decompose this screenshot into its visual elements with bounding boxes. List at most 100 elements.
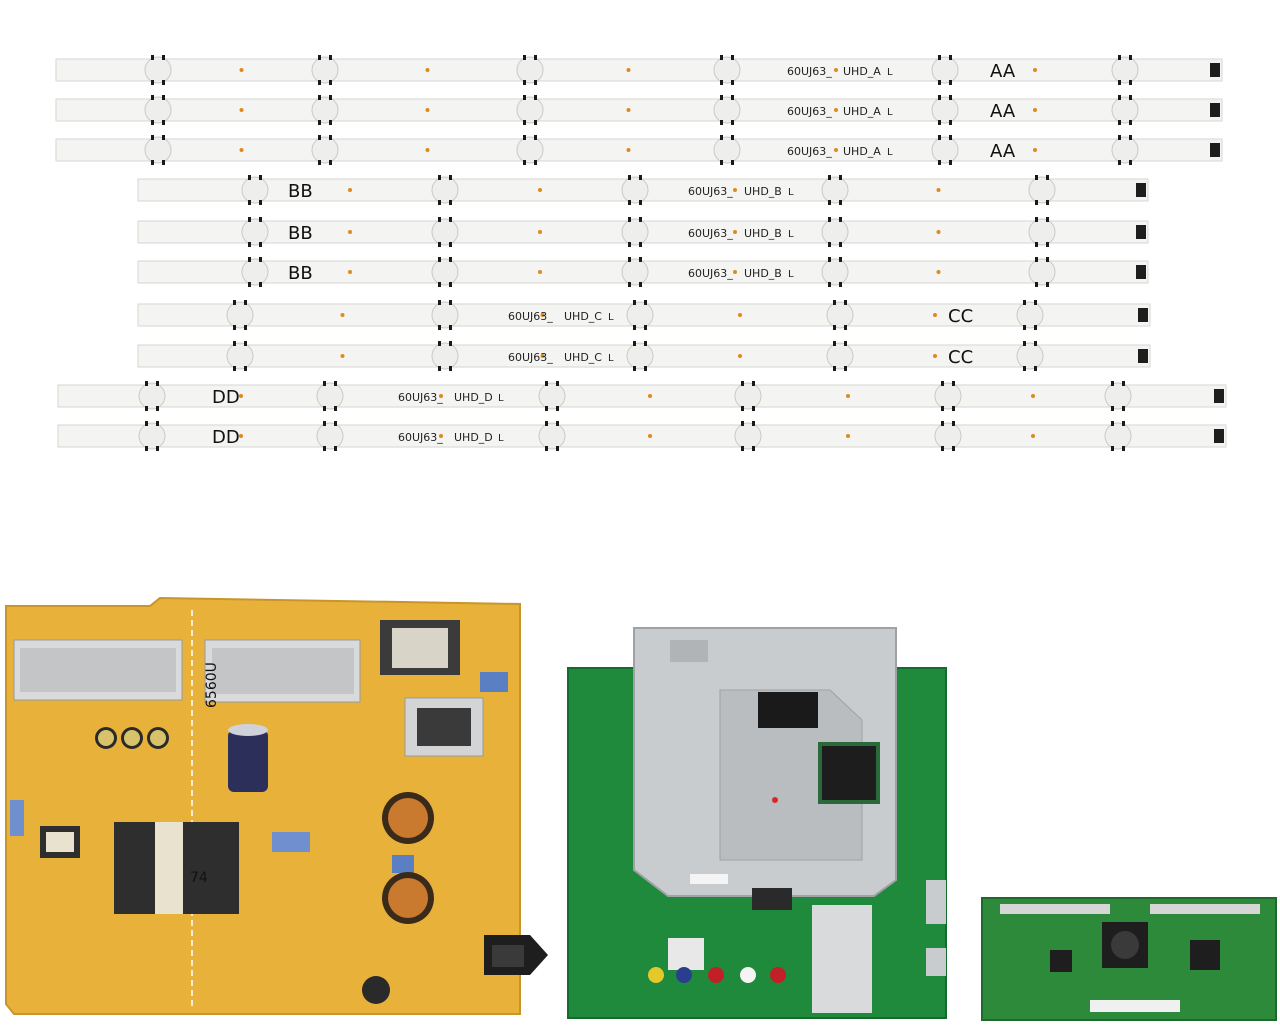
psu-coil-label: 74	[190, 870, 208, 886]
led-lens	[144, 95, 172, 125]
led-lens	[144, 135, 172, 165]
led-lens	[931, 55, 959, 85]
strip-connector	[1214, 389, 1224, 403]
led-dot	[540, 313, 545, 317]
led-dot	[933, 354, 937, 358]
led-dot	[933, 313, 937, 317]
led-lens	[931, 95, 959, 125]
led-lens	[734, 421, 762, 451]
led-lens	[1028, 257, 1056, 287]
led-dot	[239, 434, 243, 438]
led-dot	[538, 230, 542, 234]
strip-connector	[1138, 308, 1148, 322]
led-lens	[226, 341, 254, 371]
strip-mark: L	[788, 187, 794, 198]
led-lens	[241, 257, 269, 287]
led-dot	[540, 354, 545, 358]
led-lens	[431, 175, 459, 205]
strip-part-label: 60UJ63_	[508, 351, 553, 364]
led-dot	[538, 270, 542, 274]
led-dot	[648, 394, 652, 398]
led-lens	[713, 95, 741, 125]
led-lens	[316, 421, 344, 451]
led-dot	[834, 148, 838, 152]
led-lens	[1104, 421, 1132, 451]
strip-connector	[1210, 63, 1220, 77]
led-lens	[138, 421, 166, 451]
led-dot	[239, 68, 244, 72]
led-lens	[144, 55, 172, 85]
led-lens	[431, 300, 459, 330]
led-lens	[516, 95, 544, 125]
strip-model-label: UHD_D	[454, 431, 493, 444]
led-lens	[621, 175, 649, 205]
strip-tag: BB	[288, 181, 313, 202]
led-lens	[621, 257, 649, 287]
led-dot	[239, 148, 244, 152]
strip-tag: AA	[990, 101, 1016, 122]
strip-mark: L	[608, 353, 614, 364]
strip-connector	[1138, 349, 1148, 363]
led-dot	[439, 434, 443, 438]
strip-connector	[1210, 143, 1220, 157]
strip-connector	[1136, 265, 1146, 279]
led-lens	[1016, 300, 1044, 330]
led-lens	[311, 95, 339, 125]
led-dot	[1033, 108, 1037, 112]
led-dot	[733, 188, 737, 192]
led-dot	[626, 108, 631, 112]
strip-mark: L	[887, 67, 893, 78]
strip-part-label: 60UJ63_	[688, 227, 733, 240]
led-dot	[348, 270, 352, 274]
strip-mark: L	[608, 312, 614, 323]
led-lens	[1111, 135, 1139, 165]
strip-connector	[1214, 429, 1224, 443]
strip-model-label: UHD_C	[564, 351, 602, 364]
strip-connector	[1136, 225, 1146, 239]
led-dot	[846, 434, 850, 438]
strip-tag: CC	[948, 306, 973, 327]
led-dot	[738, 313, 742, 317]
led-dot	[1033, 68, 1037, 72]
led-lens	[431, 341, 459, 371]
led-lens	[826, 300, 854, 330]
strip-mark: L	[788, 269, 794, 280]
strip-part-label: 60UJ63_	[688, 185, 733, 198]
led-dot	[425, 68, 430, 72]
led-lens	[538, 421, 566, 451]
strip-tag: DD	[212, 387, 240, 408]
led-dot	[733, 270, 737, 274]
strip-part-label: 60UJ63_	[787, 105, 832, 118]
led-dot	[348, 230, 352, 234]
strip-tag: BB	[288, 263, 313, 284]
led-dot	[834, 68, 838, 72]
strip-model-label: UHD_B	[744, 227, 782, 240]
led-dot	[936, 230, 941, 234]
led-dot	[626, 68, 631, 72]
led-dot	[239, 108, 244, 112]
led-dot	[834, 108, 838, 112]
led-dot	[733, 230, 737, 234]
led-dot	[239, 394, 243, 398]
strip-model-label: UHD_B	[744, 185, 782, 198]
led-lens	[431, 257, 459, 287]
led-lens	[1028, 175, 1056, 205]
strip-mark: L	[887, 107, 893, 118]
led-lens	[241, 175, 269, 205]
led-lens	[826, 341, 854, 371]
led-lens	[934, 381, 962, 411]
led-dot	[340, 313, 345, 317]
led-lens	[821, 175, 849, 205]
strip-tag: AA	[990, 61, 1016, 82]
led-dot	[538, 188, 542, 192]
led-lens	[734, 381, 762, 411]
led-dot	[1031, 394, 1035, 398]
led-dot	[425, 148, 430, 152]
led-dot	[648, 434, 652, 438]
